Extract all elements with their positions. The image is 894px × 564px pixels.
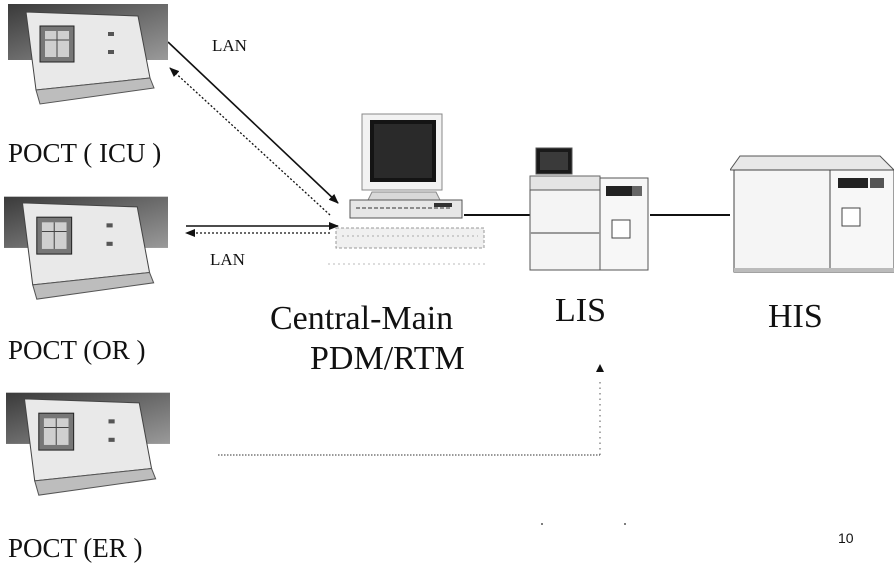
lan-icu-label: LAN — [212, 36, 247, 56]
central-computer-image — [322, 108, 490, 272]
poct-or-device-image — [4, 196, 168, 306]
poct-er-label: POCT (ER ) — [8, 533, 143, 564]
poct-er-device-image — [6, 392, 170, 502]
lis-label: LIS — [555, 292, 606, 330]
poct-icu-label: POCT ( ICU ) — [8, 138, 161, 169]
poct-or-label: POCT (OR ) — [8, 335, 146, 366]
page-number: 10 — [838, 530, 854, 546]
lis-analyzer-image — [526, 146, 652, 272]
lis-arrowhead — [596, 364, 604, 372]
his-label: HIS — [768, 298, 823, 336]
central-main-label: Central-Main — [270, 300, 453, 338]
lan-or-label: LAN — [210, 250, 245, 270]
his-analyzer-image — [730, 150, 894, 274]
lan-icu-line — [168, 42, 338, 203]
poct-icu-device-image — [8, 4, 168, 110]
pdm-rtm-label: PDM/RTM — [310, 340, 465, 378]
lan-icu-dotted — [170, 68, 330, 215]
